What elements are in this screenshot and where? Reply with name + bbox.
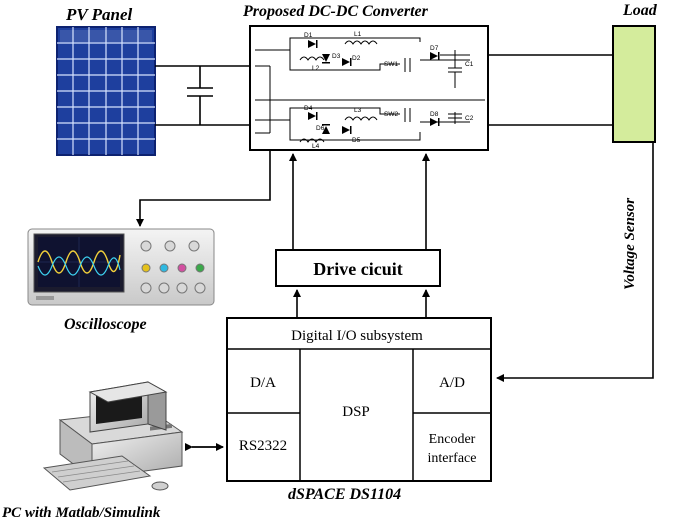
label-d5: D5 <box>352 137 361 144</box>
da-label: D/A <box>250 375 276 391</box>
label-l4: L4 <box>312 143 320 150</box>
encoder-label-line1: Encoder <box>429 432 476 447</box>
encoder-label-line2: interface <box>428 451 477 466</box>
dspace-board <box>226 317 492 482</box>
dsp-label: DSP <box>342 404 370 420</box>
label-d4: D4 <box>304 105 313 112</box>
dspace-label: dSPACE DS1104 <box>288 486 401 503</box>
oscilloscope-label: Oscilloscope <box>64 316 147 333</box>
label-sw2: SW2 <box>384 111 398 118</box>
scope-probe-line <box>136 150 271 227</box>
pv-wiring <box>155 65 250 126</box>
ad-label: A/D <box>439 375 465 391</box>
dspace-to-drive-arrows <box>293 289 430 318</box>
label-d8: D8 <box>430 111 439 118</box>
pv-panel-title: PV Panel <box>65 5 133 24</box>
drive-circuit-box <box>275 249 441 287</box>
voltage-sensor-label: Voltage Sensor <box>622 198 638 290</box>
drive-to-converter-arrows <box>289 153 430 250</box>
load-wiring <box>488 54 613 126</box>
dc-dc-converter: D1 L1 D3 L2 D2 SW1 D7 C1 D4 L3 D6 D5 L4 … <box>249 25 489 151</box>
load-block <box>612 25 656 143</box>
rs232-label: RS2322 <box>239 438 287 454</box>
label-l2: L2 <box>312 65 320 72</box>
label-l3: L3 <box>354 107 362 114</box>
label-l1: L1 <box>354 31 362 38</box>
label-c1: C1 <box>465 61 474 68</box>
label-d6: D6 <box>316 125 325 132</box>
label-d3: D3 <box>332 53 341 60</box>
voltage-sensor-line <box>496 142 654 382</box>
load-title: Load <box>622 2 658 19</box>
drive-circuit-label: Drive cicuit <box>313 259 402 279</box>
digital-io-label: Digital I/O subsystem <box>291 328 423 344</box>
label-d1: D1 <box>304 32 313 39</box>
label-d2: D2 <box>352 55 361 62</box>
pc-label: PC with Matlab/Simulink <box>2 505 161 521</box>
converter-title: Proposed DC-DC Converter <box>242 3 429 20</box>
pc-computer <box>42 381 184 491</box>
pv-panel <box>56 26 156 156</box>
label-d7: D7 <box>430 45 439 52</box>
label-c2: C2 <box>465 115 474 122</box>
label-sw1: SW1 <box>384 61 398 68</box>
oscilloscope <box>27 228 215 306</box>
